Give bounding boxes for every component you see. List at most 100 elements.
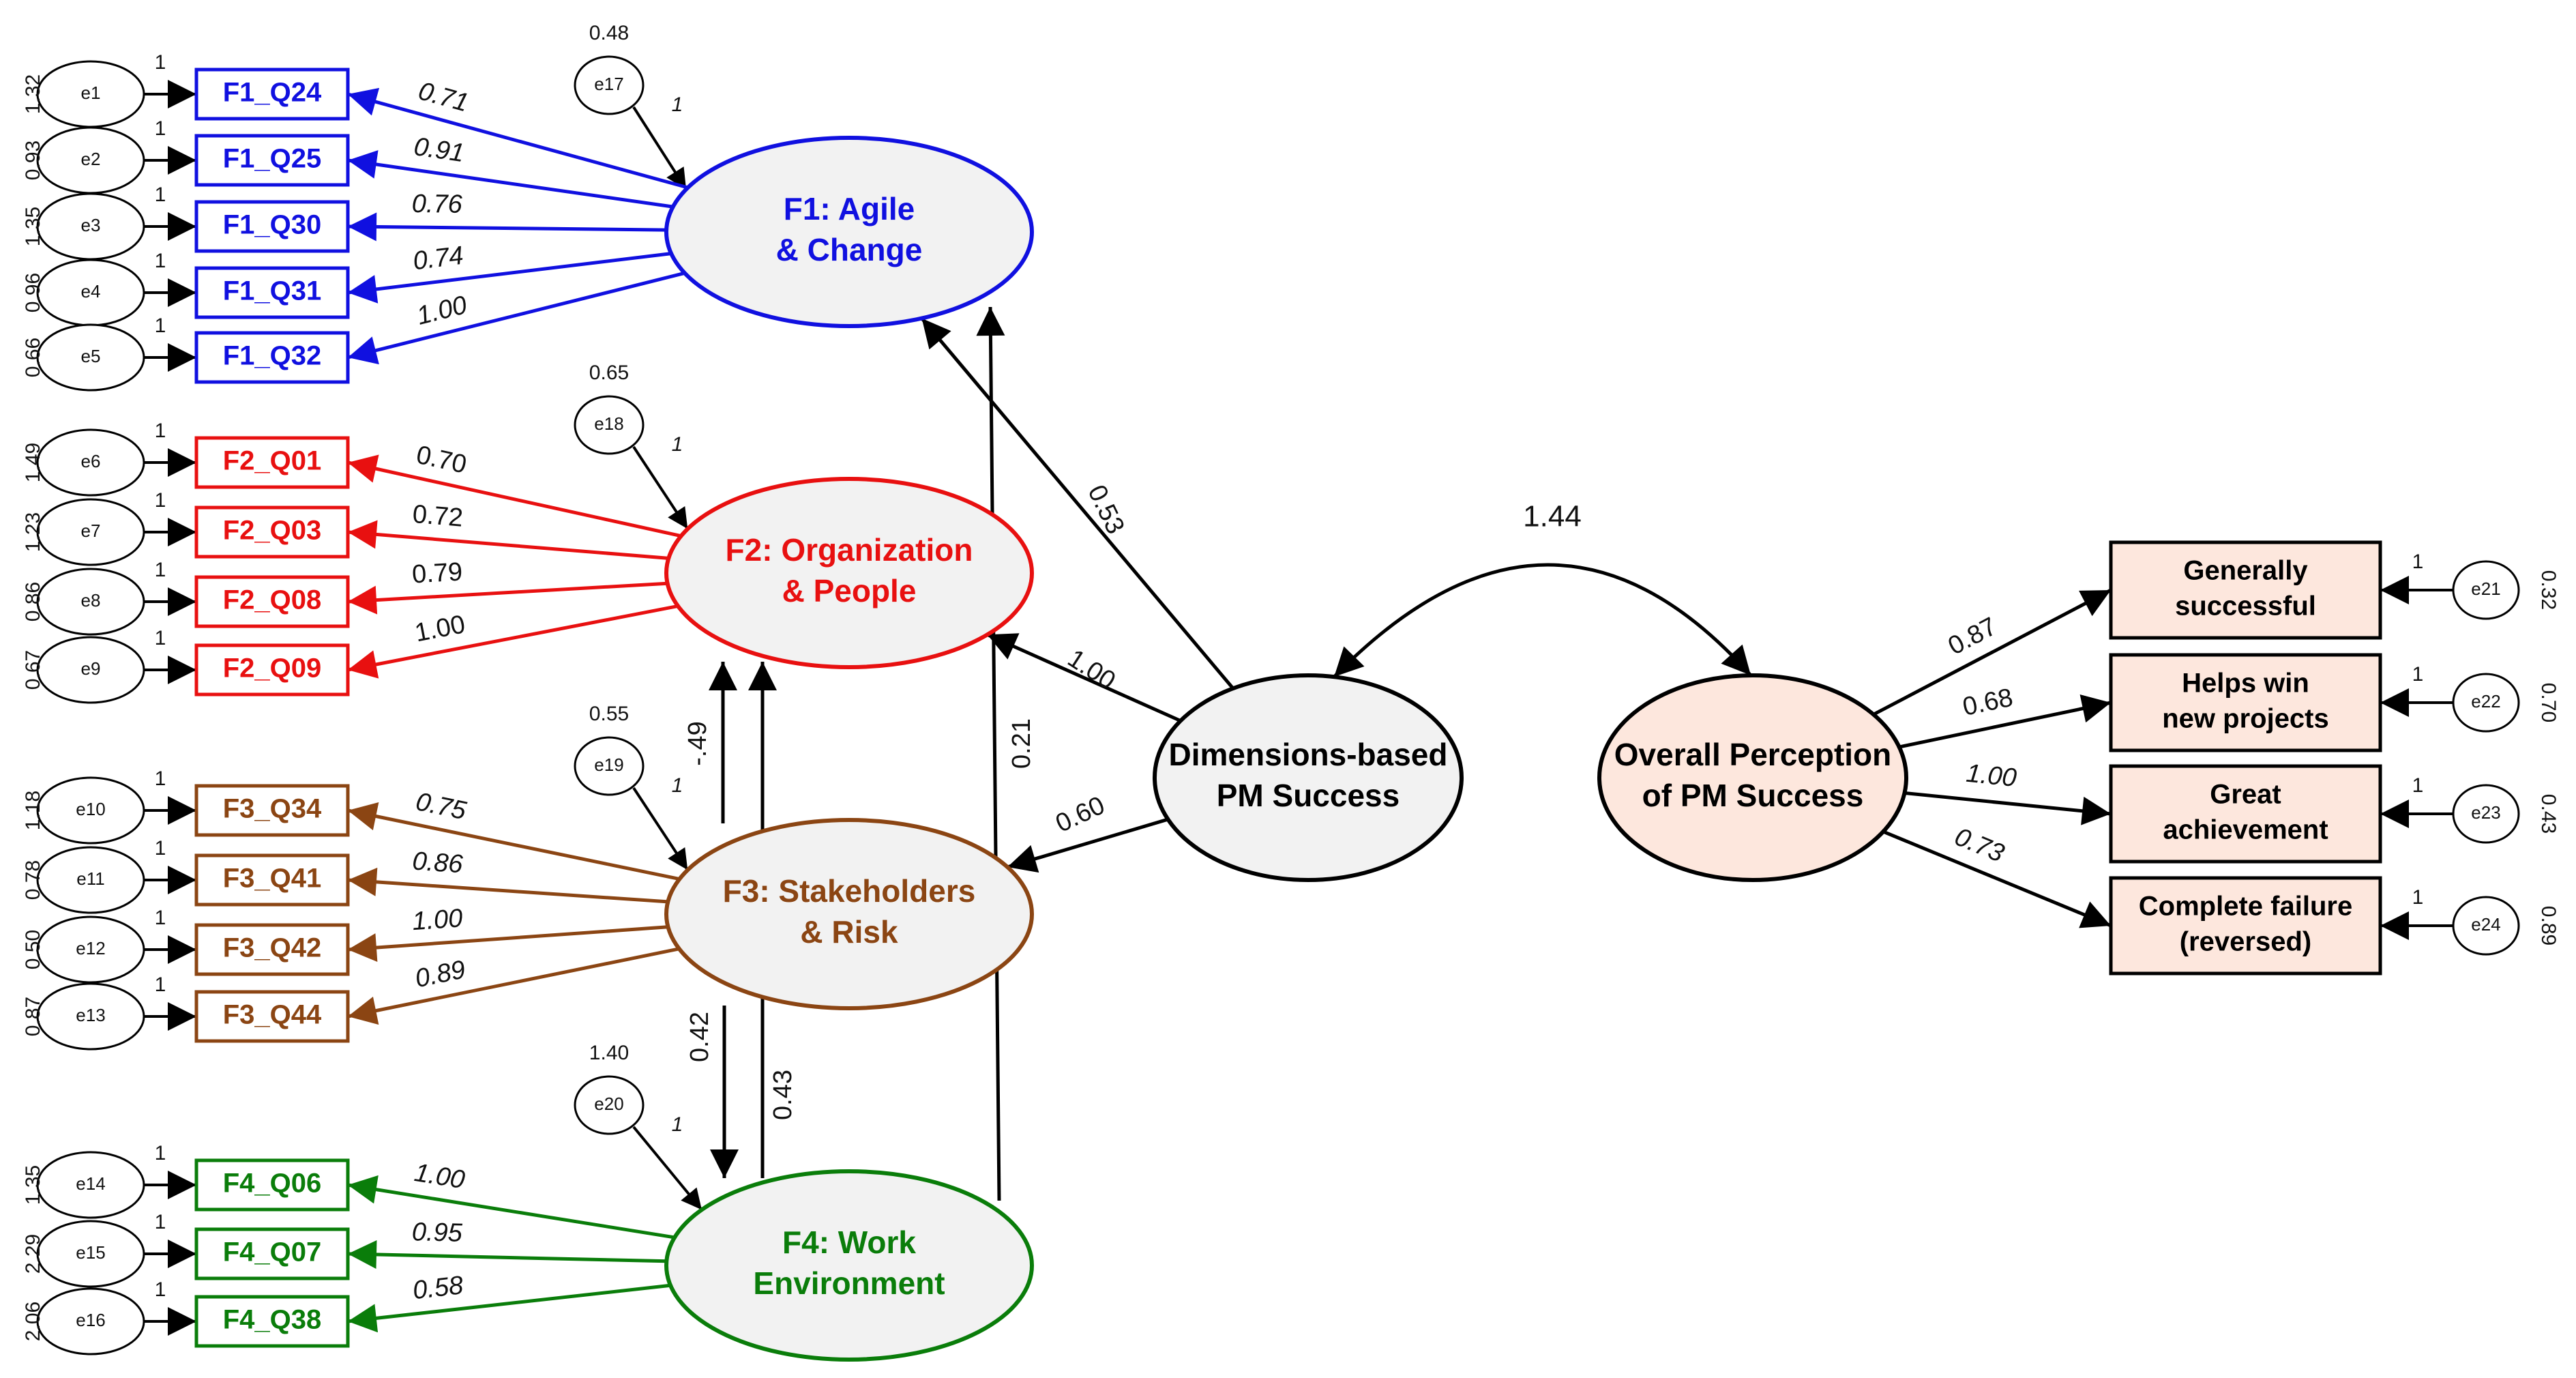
outcome-e22-label-line1: Helps win [2182,669,2309,699]
indicator-F4_Q38 [194,1295,350,1348]
loading-F3_Q41-value: 0.86 [411,847,464,879]
error-e3-id: e3 [81,215,101,235]
error-e12-id: e12 [76,938,105,958]
error-e5-weight: 1 [155,314,166,337]
indicator-F1_Q30 [194,200,350,253]
indicator-F2_Q03 [194,505,350,559]
covariance-value: 1.44 [1523,500,1582,533]
error-e7-id: e7 [81,521,101,541]
error-e5-id: e5 [81,346,101,366]
loading-F4_Q07-value: 0.95 [411,1218,463,1248]
error-e1-weight: 1 [155,51,166,74]
latent-dimensions-based-label-line1: Dimensions-based [1169,737,1448,772]
loading-F1_Q32-value: 1.00 [414,291,470,331]
path-f4_to_f1 [976,306,1005,1201]
latent-f4-label-line1: F4: Work [782,1225,916,1260]
error-e14 [36,1151,145,1219]
loading-F1_Q31-value: 0.74 [411,241,464,276]
indicator-F3_Q44 [194,990,350,1043]
indicator-F4_Q07-label: F4_Q07 [223,1237,322,1267]
error-e13-weight: 1 [155,973,166,996]
error-e23 [2452,784,2520,844]
error-e22-weight: 1 [2412,663,2424,686]
outcome-e23-label-line2: achievement [2163,815,2328,845]
error-e12-variance: 0.50 [22,930,44,969]
error-e16-variance: 2.06 [22,1302,44,1341]
error-e15-id: e15 [76,1242,105,1263]
error-e24-weight: 1 [2412,886,2424,909]
error-e22-id: e22 [2471,691,2500,712]
latent-f4-label-line2: Environment [753,1265,945,1301]
latent-overall-perception [1597,673,1908,882]
error-e8-weight: 1 [155,559,166,581]
error-e2-weight: 1 [155,117,166,140]
loading-F2_Q03-value: 0.72 [411,500,464,533]
error-e4-variance: 0.96 [22,273,44,312]
outcome-e24-label-line2: (reversed) [2180,927,2311,957]
path-dim_to_f2-value: 1.00 [1063,644,1121,696]
loading-F2_Q03 [347,520,669,560]
disturbance-e17 [574,55,645,115]
latent-f1 [664,136,1034,328]
loading-F3_Q44 [347,947,680,1025]
disturbance-e17-id: e17 [594,74,623,94]
loading-e22-value: 0.68 [1960,684,2015,722]
disturbance-e20 [574,1075,645,1135]
disturbance-e18-id: e18 [594,413,623,434]
latent-f4 [664,1169,1034,1362]
path-dim_to_f1-value: 0.53 [1082,481,1129,539]
indicator-F1_Q24 [194,68,350,121]
loading-F1_Q32 [347,271,685,365]
latent-f3 [664,818,1034,1010]
loading-F3_Q42-value: 1.00 [411,904,464,936]
disturbance-e18-variance: 0.65 [589,362,629,384]
loading-F1_Q30 [347,212,667,241]
disturbance-e19-path [632,787,689,871]
error-e16-weight: 1 [155,1278,166,1301]
error-e3-weight: 1 [155,184,166,206]
indicator-F4_Q38-label: F4_Q38 [223,1305,322,1335]
outcome-e23 [2109,764,2382,864]
error-e15 [36,1220,145,1288]
path-dim_to_f3 [1007,817,1169,873]
loading-F4_Q06 [347,1175,675,1240]
indicator-F4_Q06 [194,1158,350,1212]
indicator-F3_Q34-label: F3_Q34 [223,794,322,824]
outcome-e23-label-line1: Great [2210,780,2281,810]
loading-F1_Q24 [347,87,689,190]
disturbance-e20-variance: 1.40 [589,1042,629,1064]
latent-f2-label-line1: F2: Organization [726,532,973,568]
error-e22-variance: 0.70 [2537,683,2560,722]
indicator-F4_Q06-label: F4_Q06 [223,1169,322,1199]
error-e23-weight: 1 [2412,774,2424,797]
loading-F3_Q41 [347,867,668,904]
error-e5 [36,323,145,392]
error-e2-variance: 0.93 [22,141,44,180]
error-e16-id: e16 [76,1310,105,1330]
latent-f1-label-line2: & Change [776,232,923,267]
error-e10 [36,776,145,845]
path-f4_to_f2-value: 0.43 [769,1070,797,1120]
error-e3-variance: 1.35 [22,207,44,246]
error-e14-id: e14 [76,1173,105,1194]
error-e13 [36,982,145,1051]
error-e11-variance: 0.78 [22,860,44,900]
disturbance-e19-weight: 1 [672,774,683,797]
loading-F4_Q38 [347,1283,671,1333]
error-e7 [36,498,145,566]
loading-F4_Q06-value: 1.00 [413,1158,467,1194]
outcome-e21-label-line1: Generally [2183,556,2308,586]
error-e1-variance: 1.32 [22,74,44,114]
error-e9-id: e9 [81,658,101,679]
loading-e24 [1882,830,2112,928]
disturbance-e17-weight: 1 [672,93,683,116]
latent-f2 [664,477,1034,669]
path-arrows [144,80,2453,1336]
error-e4-weight: 1 [155,250,166,272]
indicator-F4_Q07 [194,1227,350,1280]
outcome-e24 [2109,876,2382,976]
error-e9 [36,636,145,704]
error-e6-variance: 1.49 [22,443,44,482]
indicator-F2_Q08 [194,575,350,628]
